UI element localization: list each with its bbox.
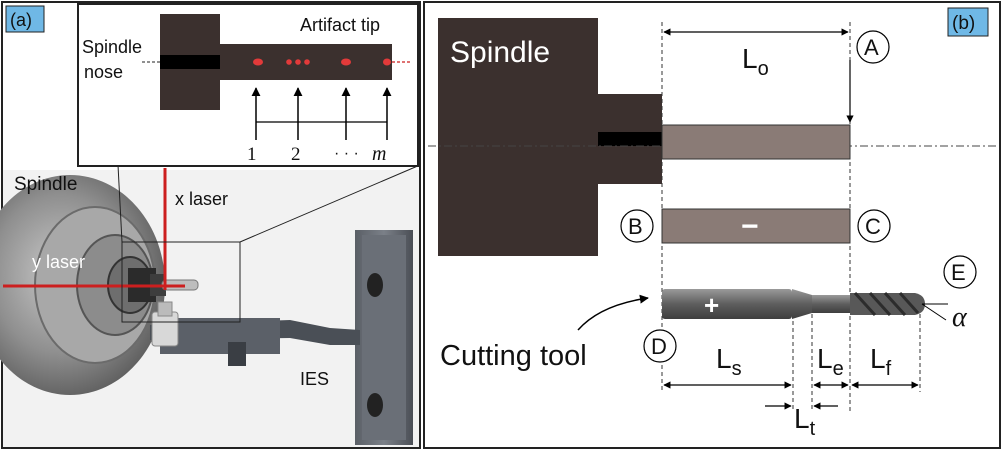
position-ellipsis: · · · — [334, 145, 359, 162]
measure-point — [304, 59, 310, 65]
cutting-tool: + — [662, 289, 925, 320]
plus-sign: + — [704, 290, 719, 320]
lo-label: Lo — [742, 43, 769, 80]
point-b: B — [620, 209, 654, 243]
point-d: D — [643, 329, 677, 363]
panel-a-tag-bg — [5, 5, 45, 33]
x-laser-label: x laser — [175, 189, 228, 209]
lt-label: Lt — [794, 403, 816, 440]
svg-text:A: A — [864, 35, 879, 60]
minus-sign: − — [741, 210, 759, 243]
spindle-block — [438, 18, 598, 256]
ies-label: IES — [300, 369, 329, 389]
y-laser-label: y laser — [32, 252, 85, 272]
measure-point — [341, 58, 351, 66]
measure-point — [286, 59, 292, 65]
measure-point — [383, 58, 391, 66]
panel-a: Spindle x laser y laser IES Spindle nose… — [0, 1, 421, 449]
panel-b-tag-bg — [947, 7, 989, 37]
zoom-box — [121, 241, 241, 323]
position-1: 1 — [247, 144, 257, 165]
inset-frame — [77, 3, 419, 167]
svg-text:B: B — [628, 214, 643, 239]
le-label: Le — [817, 343, 844, 380]
artifact-tip-label: Artifact tip — [300, 15, 380, 35]
spindle-label-b: Spindle — [450, 36, 550, 69]
point-c: C — [857, 209, 891, 243]
spindle-label-a: Spindle — [14, 174, 77, 195]
artifact-rod — [661, 124, 851, 160]
point-a: A — [856, 30, 890, 64]
reference-rod — [661, 208, 851, 244]
measure-point — [295, 59, 301, 65]
cutting-tool-arrow — [577, 294, 649, 331]
panel-b-tag: (b) — [952, 13, 975, 34]
inset-spindle-label: Spindle — [82, 37, 142, 57]
lf-label: Lf — [870, 343, 892, 380]
cutting-tool-label: Cutting tool — [440, 340, 587, 372]
svg-text:E: E — [951, 260, 966, 285]
inset-nose-label: nose — [84, 62, 123, 82]
svg-text:C: C — [865, 214, 881, 239]
alpha-label: α — [952, 302, 968, 333]
inset: Spindle nose Artifact tip 1 2 · · · m — [77, 3, 419, 167]
panel-a-tag: (a) — [10, 10, 32, 30]
machine-photo — [0, 164, 421, 447]
svg-text:D: D — [651, 334, 667, 359]
position-2: 2 — [291, 144, 301, 165]
ls-label: Ls — [716, 343, 742, 380]
position-m: m — [372, 143, 386, 165]
measure-point — [253, 58, 263, 66]
point-e: E — [943, 255, 977, 289]
panel-b: (b) Spindle − Lo A B — [423, 1, 1001, 449]
